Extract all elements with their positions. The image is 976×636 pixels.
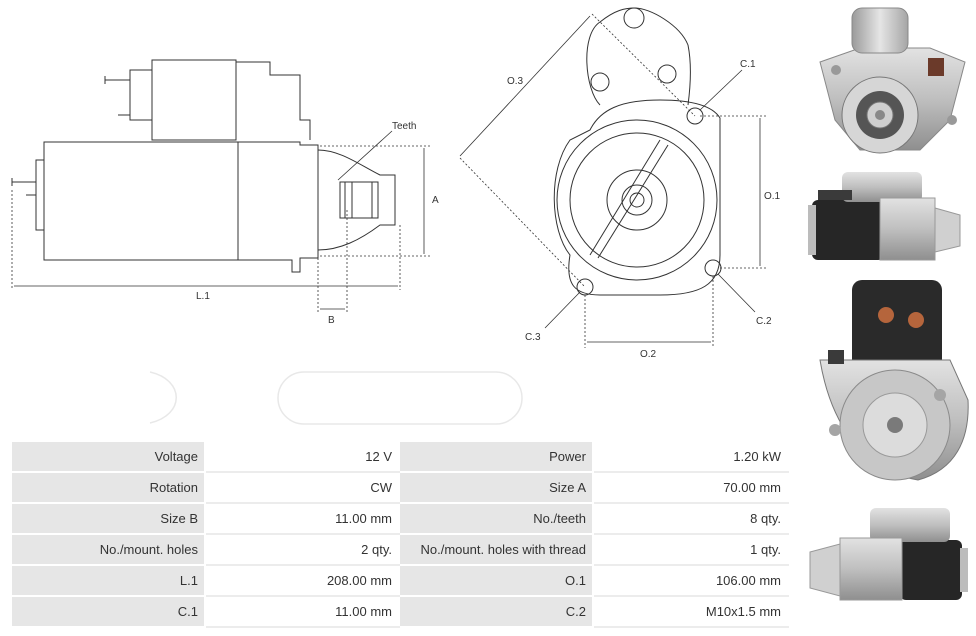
table-row: Voltage 12 V Power 1.20 kW xyxy=(10,440,789,473)
spec-label: C.1 xyxy=(10,595,206,628)
table-row: L.1 208.00 mm O.1 106.00 mm xyxy=(10,564,789,597)
spec-value: 2 qty. xyxy=(204,533,400,566)
technical-drawing: Teeth A L.1 B O.1 O.2 O.3 C.1 xyxy=(11,7,781,425)
spec-label: No./mount. holes with thread xyxy=(398,533,594,566)
spec-value: 12 V xyxy=(204,440,400,473)
teeth-label: Teeth xyxy=(392,121,416,132)
starter-photo-rear xyxy=(819,280,969,481)
spec-label: O.1 xyxy=(398,564,594,597)
table-row: Rotation CW Size A 70.00 mm xyxy=(10,471,789,504)
specs-table: Voltage 12 V Power 1.20 kW Rotation CW S… xyxy=(10,440,789,628)
dimension-c3-label: C.3 xyxy=(525,332,541,343)
front-view-dimensions xyxy=(459,13,768,348)
spec-label: C.2 xyxy=(398,595,594,628)
spec-label: No./mount. holes xyxy=(10,533,206,566)
dimension-b-label: B xyxy=(328,315,335,326)
spec-value: 208.00 mm xyxy=(204,564,400,597)
table-row: No./mount. holes 2 qty. No./mount. holes… xyxy=(10,533,789,566)
spec-label: Power xyxy=(398,440,594,473)
spec-value: M10x1.5 mm xyxy=(592,595,789,628)
dimension-l1-label: L.1 xyxy=(196,291,210,302)
starter-photo-angled xyxy=(809,508,968,601)
spec-label: L.1 xyxy=(10,564,206,597)
side-view-drawing xyxy=(11,59,396,273)
starter-photo-side xyxy=(808,172,961,261)
spec-value: 8 qty. xyxy=(592,502,789,535)
side-view-dimensions xyxy=(11,145,430,312)
starter-photo-front xyxy=(819,7,966,154)
spec-value: 1.20 kW xyxy=(592,440,789,473)
spec-value: CW xyxy=(204,471,400,504)
spec-value: 11.00 mm xyxy=(204,502,400,535)
spec-value: 1 qty. xyxy=(592,533,789,566)
product-photos xyxy=(808,7,969,601)
spec-label: Rotation xyxy=(10,471,206,504)
spec-value: 70.00 mm xyxy=(592,471,789,504)
spec-label: Size B xyxy=(10,502,206,535)
table-row: C.1 11.00 mm C.2 M10x1.5 mm xyxy=(10,595,789,628)
dimension-c1-label: C.1 xyxy=(740,59,756,70)
side-view-dimension-arrows xyxy=(14,130,425,310)
spec-label: Size A xyxy=(398,471,594,504)
dimension-o2-label: O.2 xyxy=(640,349,657,360)
dimension-c2-label: C.2 xyxy=(756,316,772,327)
dimension-o3-label: O.3 xyxy=(507,76,524,87)
spec-label: No./teeth xyxy=(398,502,594,535)
watermark xyxy=(149,371,523,425)
dimension-o1-label: O.1 xyxy=(764,191,781,202)
spec-label: Voltage xyxy=(10,440,206,473)
front-view-drawing xyxy=(553,7,722,296)
spec-value: 11.00 mm xyxy=(204,595,400,628)
dimension-a-label: A xyxy=(432,195,439,206)
spec-value: 106.00 mm xyxy=(592,564,789,597)
front-view-dimension-arrows xyxy=(459,15,761,343)
table-row: Size B 11.00 mm No./teeth 8 qty. xyxy=(10,502,789,535)
